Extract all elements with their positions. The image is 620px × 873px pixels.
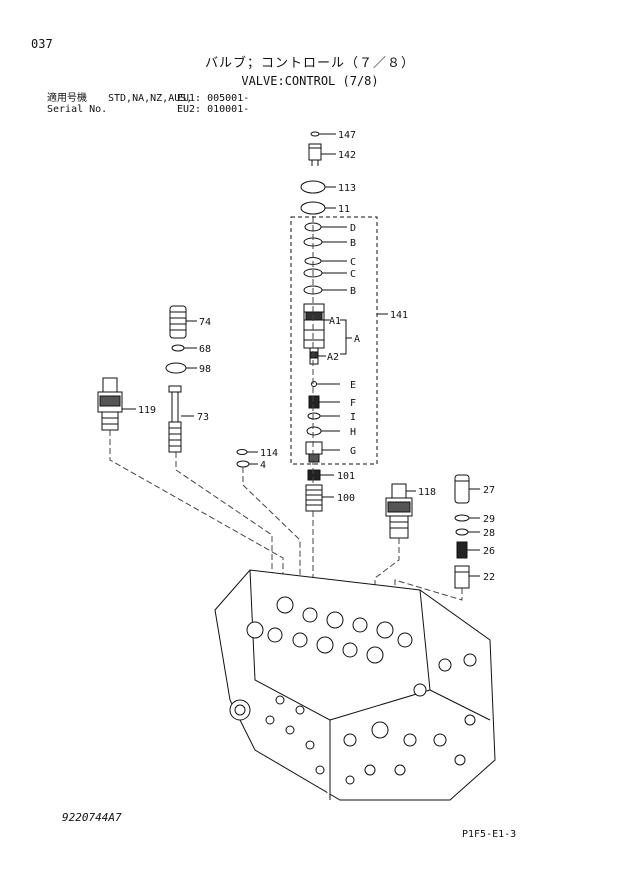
callout-C-lower: C	[350, 269, 356, 280]
callout-26: 26	[483, 546, 495, 557]
part-G-plug	[305, 441, 323, 463]
part-74-spring	[169, 305, 187, 339]
part-27-plug	[454, 474, 470, 504]
callout-101: 101	[337, 471, 355, 482]
part-119-sensor	[97, 377, 123, 431]
part-A2-spool	[309, 347, 319, 365]
callout-119: 119	[138, 405, 156, 416]
callout-H: H	[350, 427, 356, 438]
serial-label: Serial No.	[47, 104, 108, 115]
part-101-spring	[307, 469, 321, 481]
part-26-spring	[456, 541, 468, 559]
callout-74: 74	[199, 317, 211, 328]
page-number: 037	[31, 37, 53, 51]
part-F-spring	[308, 395, 320, 409]
callout-29: 29	[483, 514, 495, 525]
callout-73: 73	[197, 412, 209, 423]
callout-F: F	[350, 398, 356, 409]
callout-118: 118	[418, 487, 436, 498]
part-68-ring	[171, 344, 185, 352]
callout-100: 100	[337, 493, 355, 504]
page-title-japanese: バルブ；コントロール（７／８）	[204, 56, 415, 71]
assembly-141-group-box	[290, 216, 378, 465]
callout-114: 114	[260, 448, 278, 459]
part-22-piston	[454, 565, 470, 589]
callout-28: 28	[483, 528, 495, 539]
part-11-o-ring	[300, 201, 326, 215]
part-4-ring	[236, 460, 250, 468]
callout-A: A	[354, 334, 360, 345]
part-147-pin	[310, 131, 320, 137]
serial-label-japanese: 適用号機	[47, 93, 87, 104]
part-118-sensor	[385, 483, 413, 539]
part-100-spring	[305, 484, 323, 512]
callout-22: 22	[483, 572, 495, 583]
part-73-spool	[168, 385, 182, 453]
callout-142: 142	[338, 150, 356, 161]
part-98-o-ring	[165, 362, 187, 374]
part-113-o-ring	[300, 180, 326, 194]
part-114-ring	[236, 449, 248, 455]
callout-E: E	[350, 380, 356, 391]
callout-98: 98	[199, 364, 211, 375]
callout-A2: A2	[327, 352, 339, 363]
callout-4: 4	[260, 460, 266, 471]
serial-eu1: EU1: 005001-	[177, 93, 250, 104]
part-28-ring	[455, 528, 469, 536]
callout-11: 11	[338, 204, 350, 215]
control-valve-block	[214, 569, 496, 801]
callout-113: 113	[338, 183, 356, 194]
page-code: P1F5-E1-3	[462, 829, 517, 840]
part-A1-sleeve	[303, 303, 325, 349]
callout-B-lower: B	[350, 286, 356, 297]
callout-A1: A1	[329, 316, 341, 327]
drawing-number: 9220744A7	[62, 811, 122, 824]
callout-68: 68	[199, 344, 211, 355]
serial-models: STD,NA,NZ,AUS,	[108, 93, 193, 104]
callout-D: D	[350, 223, 356, 234]
serial-eu2: EU2: 010001-	[177, 104, 250, 115]
callout-27: 27	[483, 485, 495, 496]
callout-I: I	[350, 412, 356, 423]
callout-B-upper: B	[350, 238, 356, 249]
part-142-plug	[308, 143, 322, 166]
leader-lines	[122, 133, 480, 577]
page-title: VALVE:CONTROL (7/8)	[241, 74, 379, 88]
callout-147: 147	[338, 130, 356, 141]
callout-141: 141	[390, 310, 408, 321]
callout-G: G	[350, 446, 356, 457]
part-29-ring	[454, 514, 470, 522]
part-I-ring	[307, 412, 321, 420]
part-E-ball	[311, 381, 317, 387]
callout-C-upper: C	[350, 257, 356, 268]
part-H-ring	[306, 426, 322, 436]
